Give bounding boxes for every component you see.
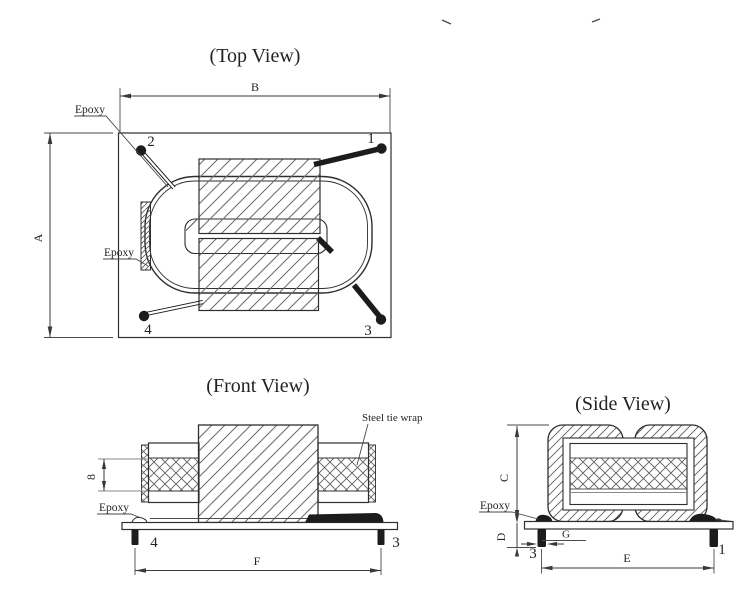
pin-4-front — [131, 529, 139, 545]
front-view-title: (Front View) — [206, 375, 309, 397]
epoxy-label-front: Epoxy — [99, 502, 129, 514]
front-left-winding — [141, 442, 200, 504]
dim-g-label: G — [562, 529, 570, 541]
front-view: (Front View) 8 Steel tie wrap — [84, 375, 423, 575]
epoxy-label-lower: Epoxy — [104, 247, 134, 259]
dim-8: 8 — [84, 458, 148, 492]
epoxy-label-side: Epoxy — [480, 500, 510, 512]
pin-4-front-label: 4 — [150, 535, 158, 551]
side-view: (Side View) 3 1 Epoxy — [479, 393, 734, 574]
epoxy-blob-front — [131, 516, 148, 523]
pin-3-front-label: 3 — [392, 535, 400, 551]
base-plate-front — [121, 521, 399, 531]
lead-wire-pin1 — [313, 146, 380, 168]
winding-top-lower — [198, 237, 320, 312]
bobbin-side — [562, 437, 695, 511]
dim-e: E — [541, 549, 715, 574]
dim-b: B — [119, 80, 391, 133]
lead-wire-stub — [316, 236, 334, 254]
lead-wire-pin3 — [351, 283, 383, 319]
dim-e-label: E — [623, 551, 630, 565]
pin-3-dot — [375, 314, 387, 325]
epoxy-strip-top — [140, 201, 151, 271]
epoxy-callout-lower: Epoxy — [103, 247, 149, 267]
top-view: (Top View) B A — [31, 45, 392, 339]
pin-1-dot — [376, 143, 387, 154]
epoxy-callout-side: Epoxy — [479, 500, 539, 520]
steel-tie-wrap-callout: Steel tie wrap — [356, 412, 423, 466]
dim-d: D — [494, 514, 536, 557]
winding-top-upper — [198, 158, 321, 235]
dim-a: A — [31, 132, 113, 338]
winding-side — [569, 457, 688, 490]
epoxy-blob-side-left — [535, 514, 553, 522]
dim-8-label: 8 — [84, 474, 98, 480]
dim-b-label: B — [251, 80, 259, 94]
steel-tie-wrap-label: Steel tie wrap — [362, 412, 423, 424]
base-plate-side — [523, 520, 734, 530]
front-right-winding — [317, 442, 376, 504]
lead-wire-pin2 — [141, 151, 176, 190]
top-view-title: (Top View) — [210, 45, 301, 67]
pin-3-label: 3 — [364, 323, 372, 339]
pin-3-side-label: 3 — [529, 546, 537, 562]
pin-3-front — [377, 529, 385, 545]
dim-g: G — [521, 529, 586, 547]
core-front — [197, 424, 319, 524]
pin-4-label: 4 — [144, 322, 152, 338]
thick-lead-on-plate — [305, 513, 384, 523]
dim-d-label: D — [494, 532, 508, 541]
pin-1-side-label: 1 — [718, 542, 726, 558]
pin-1-side — [709, 529, 718, 547]
epoxy-label-upper: Epoxy — [75, 104, 105, 116]
pin-1-label: 1 — [367, 131, 375, 147]
scan-artifact-marks — [441, 18, 601, 25]
pin-2-label: 2 — [147, 134, 155, 150]
dim-a-label: A — [31, 233, 45, 242]
pin-3-side — [537, 529, 546, 547]
epoxy-callout-upper: Epoxy — [74, 104, 169, 188]
epoxy-blob-side-right — [689, 513, 723, 522]
lead-wire-pin4 — [145, 299, 204, 317]
dim-f-label: F — [254, 554, 261, 568]
dim-f: F — [134, 548, 382, 575]
pin-2-dot — [135, 145, 147, 156]
side-view-title: (Side View) — [575, 393, 671, 415]
epoxy-callout-front: Epoxy — [97, 502, 148, 523]
pin-4-dot — [138, 310, 150, 322]
dim-c-label: C — [497, 474, 511, 482]
